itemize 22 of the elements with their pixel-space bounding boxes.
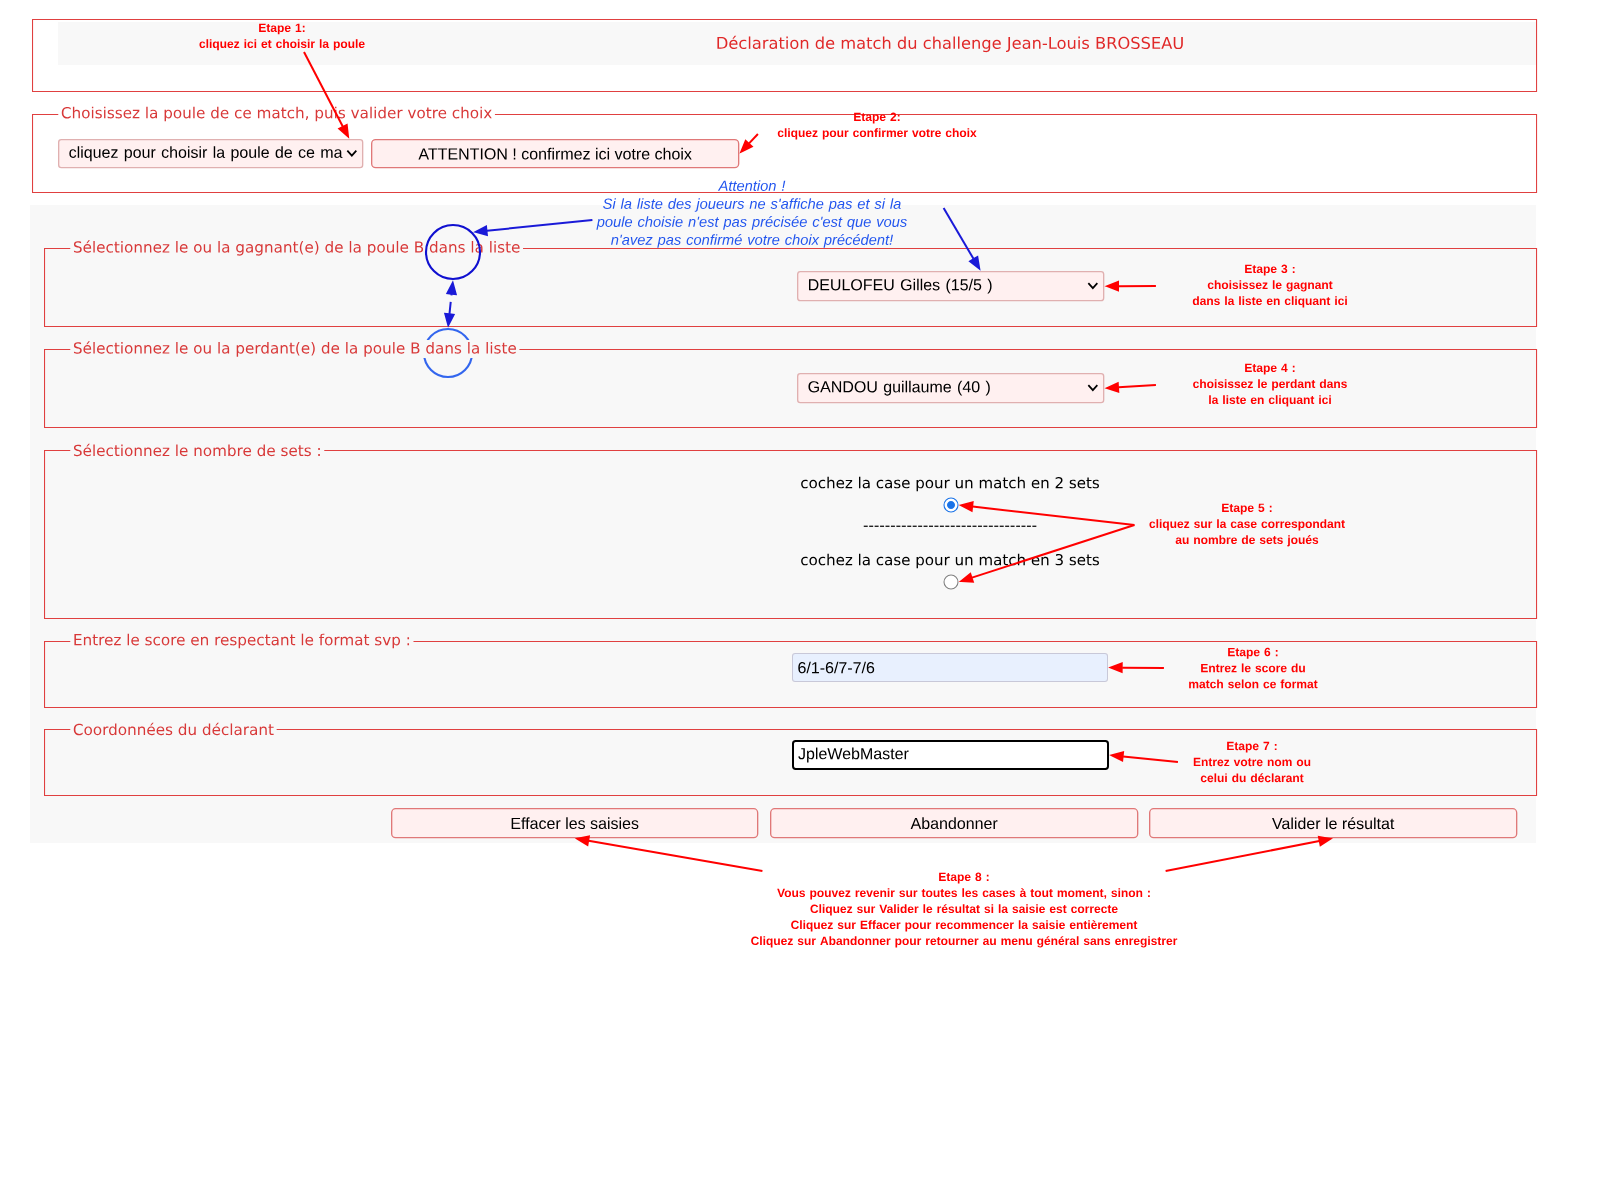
- option-label: cochez la case pour un match en 2 sets: [801, 476, 1099, 492]
- callout-note: Etape 7 : Entrez votre nom ou celui du déclarant: [1193, 741, 1311, 783]
- button: Abandonner: [770, 808, 1139, 839]
- radio-button: [943, 574, 959, 590]
- separator-line-text: --------------------------------: [863, 525, 1037, 527]
- button: Effacer les saisies: [391, 808, 759, 839]
- callout-note: Etape 8 : Vous pouvez revenir sur toutes les cases à tout moment, sinon : Cliquez sur Valider le résultat si la saisie est correcte Cliquez sur Effacer pour recommencer la saisie entièrement Cliquez sur Abandonner pour retourner au menu général sans enregistrer: [751, 872, 1178, 948]
- input-field: 6/1-6/7-7/6: [792, 653, 1108, 682]
- callout-note: Etape 6 : Entrez le score du match selon ce format: [1189, 647, 1318, 689]
- input-field: JpleWebMaster: [792, 740, 1109, 770]
- callout-note: Etape 3 : choisissez le gagnant dans la liste en cliquant ici: [1192, 264, 1347, 308]
- dropdown-select: DEULOFEU Gilles (15/5 ): [797, 271, 1105, 302]
- dropdown-select: GANDOU guillaume (40 ): [797, 373, 1105, 404]
- dropdown-select: cliquez pour choisir la poule de ce ma: [58, 139, 364, 169]
- callout-note: Etape 2: cliquez pour confirmer votre choix: [777, 112, 977, 140]
- callout-note: Etape 4 : choisissez le perdant dans la liste en cliquant ici: [1193, 363, 1347, 407]
- callout-note: Etape 1: cliquez ici et choisir la poule: [199, 23, 365, 51]
- highlight-circle: [424, 223, 482, 281]
- button: ATTENTION ! confirmez ici votre choix: [371, 139, 740, 169]
- callout-note: Etape 5 : cliquez sur la case correspondant au nombre de sets joués: [1149, 503, 1345, 547]
- button: Valider le résultat: [1149, 808, 1518, 839]
- radio-button: [943, 497, 959, 513]
